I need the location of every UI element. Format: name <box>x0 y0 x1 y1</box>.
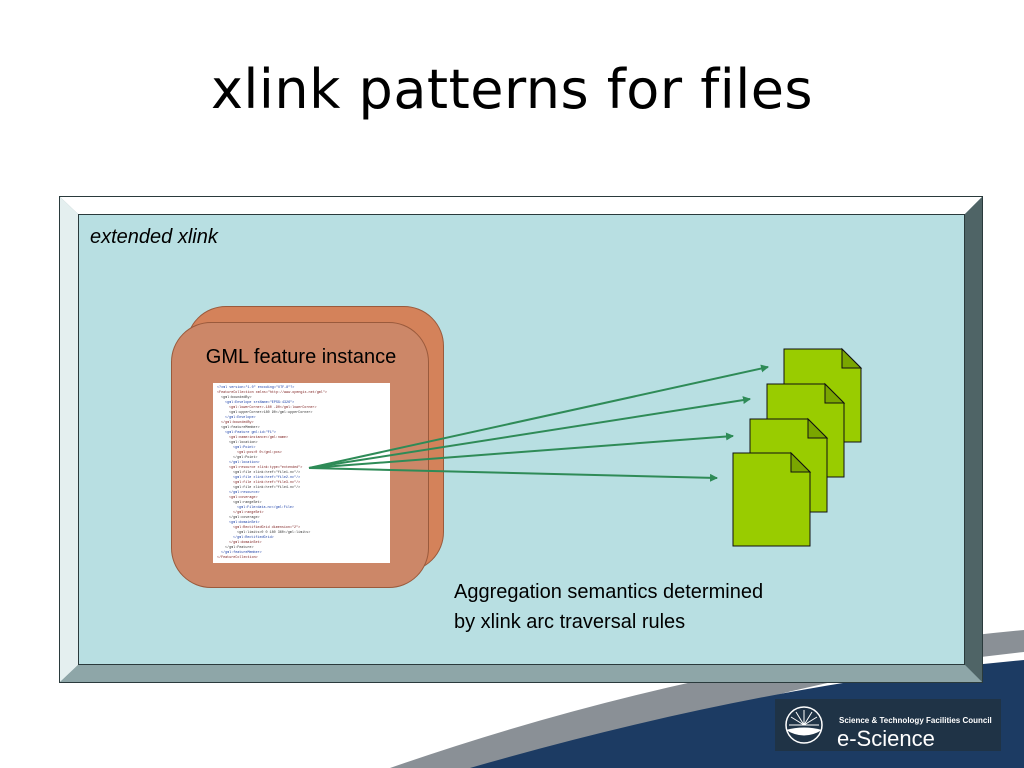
xml-line: </gml:Point> <box>233 455 257 460</box>
xml-line: <gml:Envelope srsName="EPSG:4326"> <box>225 400 294 405</box>
xml-line: </gml:coverage> <box>229 515 260 520</box>
xml-line: <gml:file xlink:href="file4.nc"/> <box>233 485 300 490</box>
caption: Aggregation semantics determined by xlin… <box>454 577 874 637</box>
xml-line: </gml:rangeSet> <box>233 510 264 515</box>
xml-line: <gml:file xlink:href="file1.nc"/> <box>233 470 300 475</box>
xml-line: </gml:featureMember> <box>221 550 262 555</box>
caption-line-2: by xlink arc traversal rules <box>454 611 686 633</box>
xml-line: </gml:RectifiedGrid> <box>233 535 274 540</box>
xml-line: <gml:limits>0 0 180 360</gml:limits> <box>237 530 310 535</box>
xml-document: <?xml version="1.0" encoding="UTF-8"?><F… <box>213 383 390 563</box>
xml-line: <gml:Point> <box>233 445 255 450</box>
xml-line: <gml:RectifiedGrid dimension="2"> <box>233 525 300 530</box>
xml-line: <gml:coverage> <box>229 495 258 500</box>
xml-line: <FeatureCollection xmlns="http://www.ope… <box>217 390 327 395</box>
xml-line: <gml:name>instance</gml:name> <box>229 435 288 440</box>
instance-label: GML feature instance <box>205 346 397 368</box>
logo-council-text: Science & Technology Facilities Council <box>839 716 992 725</box>
xml-line: <gml:file xlink:href="file2.nc"/> <box>233 475 300 480</box>
slide-title: xlink patterns for files <box>210 58 814 121</box>
xml-line: <gml:featureMember> <box>221 425 260 430</box>
xml-line: <gml:resource xlink:type="extended"> <box>229 465 302 470</box>
xml-line: <gml:upperCorner>180 90</gml:upperCorner… <box>229 410 312 415</box>
xml-line: <gml:location> <box>229 440 258 445</box>
xml-line: <gml:lowerCorner>-180 -90</gml:lowerCorn… <box>229 405 317 410</box>
xml-line: <gml:rangeSet> <box>233 500 262 505</box>
xml-line: <gml:boundedBy> <box>221 395 252 400</box>
xml-line: <gml:file xlink:href="file3.nc"/> <box>233 480 300 485</box>
stfc-logo: Science & Technology Facilities Council … <box>775 699 1001 751</box>
xml-line: </gml:Envelope> <box>225 415 256 420</box>
xml-line: </gml:domainSet> <box>229 540 262 545</box>
xml-line: </gml:boundedBy> <box>221 420 254 425</box>
xml-line: </FeatureCollection> <box>217 555 258 560</box>
xml-line: </gml:Feature> <box>225 545 254 550</box>
panel-label: extended xlink <box>90 226 218 248</box>
logo-name-text: e-Science <box>837 726 935 751</box>
xml-line: <gml:domainSet> <box>229 520 260 525</box>
xml-line: </gml:resource> <box>229 490 260 495</box>
xml-line: <gml:pos>0 0</gml:pos> <box>237 450 282 455</box>
xml-line: <gml:Feature gml:id="F1"> <box>225 430 276 435</box>
caption-line-1: Aggregation semantics determined <box>454 581 764 603</box>
sun-burst-logo-icon <box>785 706 823 744</box>
xml-line: </gml:location> <box>229 460 260 465</box>
xml-line: <gml:File>data.nc</gml:File> <box>237 505 294 510</box>
xml-line: <?xml version="1.0" encoding="UTF-8"?> <box>217 385 294 390</box>
